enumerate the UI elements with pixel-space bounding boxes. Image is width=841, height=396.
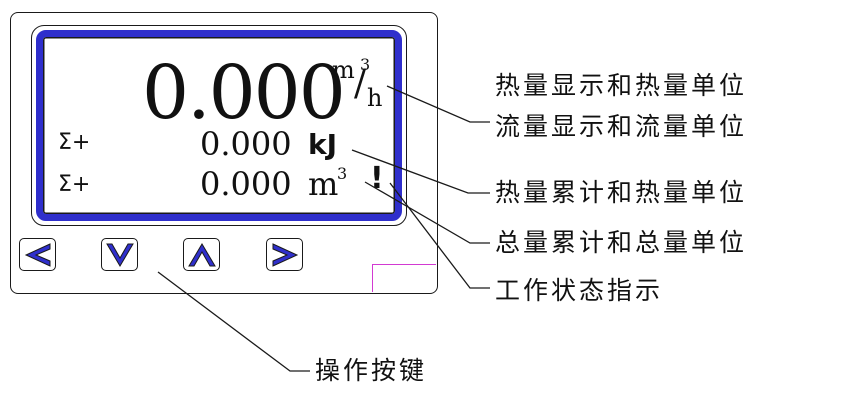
left-arrow-icon: [24, 242, 50, 267]
row2-unit: m: [308, 165, 339, 203]
heat-unit-m: m: [332, 56, 355, 84]
row2-value: 0.000: [200, 165, 292, 203]
corner-mark: [372, 264, 436, 292]
leader-work-status: [389, 182, 490, 289]
lcd-screen: [36, 30, 402, 221]
down-button[interactable]: [101, 238, 138, 271]
row1-value: 0.000: [200, 125, 292, 163]
right-arrow-icon: [272, 242, 298, 267]
heat-unit-h: h: [367, 84, 383, 112]
leader-heat-total: [351, 149, 490, 194]
heat-unit-sup: 3: [360, 55, 371, 74]
label-buttons: 操作按键: [315, 356, 428, 385]
label-work-status: 工作状态指示: [495, 276, 664, 305]
right-button[interactable]: [266, 238, 303, 271]
up-button[interactable]: [183, 238, 220, 271]
heat-value: 0.000: [142, 50, 346, 136]
down-arrow-icon: [105, 243, 134, 267]
label-flow-display: 流量显示和流量单位: [495, 112, 748, 141]
row1-sigma: Σ+: [58, 130, 91, 155]
leader-heat-display: [386, 85, 490, 123]
row1-unit: kJ: [308, 128, 338, 161]
screen-outline: [31, 25, 407, 226]
label-total-volume: 总量累计和总量单位: [495, 228, 748, 257]
leader-buttons: [157, 271, 310, 372]
heat-unit-slash: /: [354, 63, 367, 104]
left-button[interactable]: [19, 238, 56, 271]
label-heat-display: 热量显示和热量单位: [495, 71, 748, 100]
status-indicator: !: [370, 161, 384, 196]
row2-sigma: Σ+: [58, 172, 91, 197]
up-arrow-icon: [187, 242, 216, 266]
row2-unit-sup: 3: [337, 164, 348, 183]
leader-total-volume: [364, 181, 490, 244]
label-heat-total: 热量累计和热量单位: [495, 178, 748, 207]
